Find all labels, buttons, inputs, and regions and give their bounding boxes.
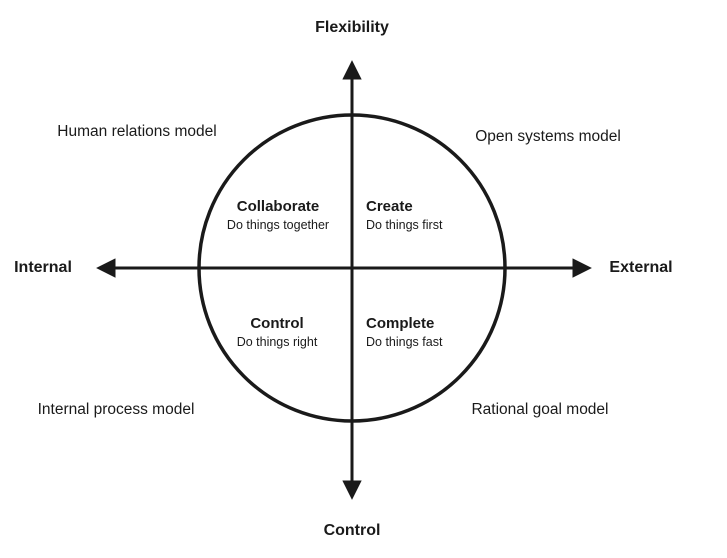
model-label-open-systems: Open systems model (475, 128, 621, 145)
quadrant-collaborate: Collaborate Do things together (227, 196, 329, 234)
model-label-human-relations: Human relations model (57, 123, 217, 140)
quadrant-create: Create Do things first (366, 196, 442, 234)
framework-circle (197, 113, 507, 423)
axis-label-external: External (609, 259, 673, 276)
quadrant-complete: Complete Do things fast (366, 313, 442, 351)
quadrant-control-subtitle: Do things right (236, 335, 318, 349)
quadrant-collaborate-subtitle: Do things together (226, 218, 330, 232)
quadrant-complete-title: Complete (366, 315, 435, 332)
quadrant-create-subtitle: Do things first (366, 218, 443, 232)
model-label-rational-goal: Rational goal model (471, 401, 609, 418)
quadrant-control-title: Control (250, 315, 304, 332)
model-label-internal-process: Internal process model (37, 401, 195, 418)
axis-label-flexibility: Flexibility (315, 19, 389, 36)
quadrant-complete-subtitle: Do things fast (366, 335, 443, 349)
axis-label-control: Control (323, 522, 381, 539)
quadrant-create-title: Create (366, 198, 413, 215)
axis-label-internal: Internal (14, 259, 72, 276)
quadrant-collaborate-title: Collaborate (236, 198, 320, 215)
quadrant-control: Control Do things right (237, 313, 318, 351)
